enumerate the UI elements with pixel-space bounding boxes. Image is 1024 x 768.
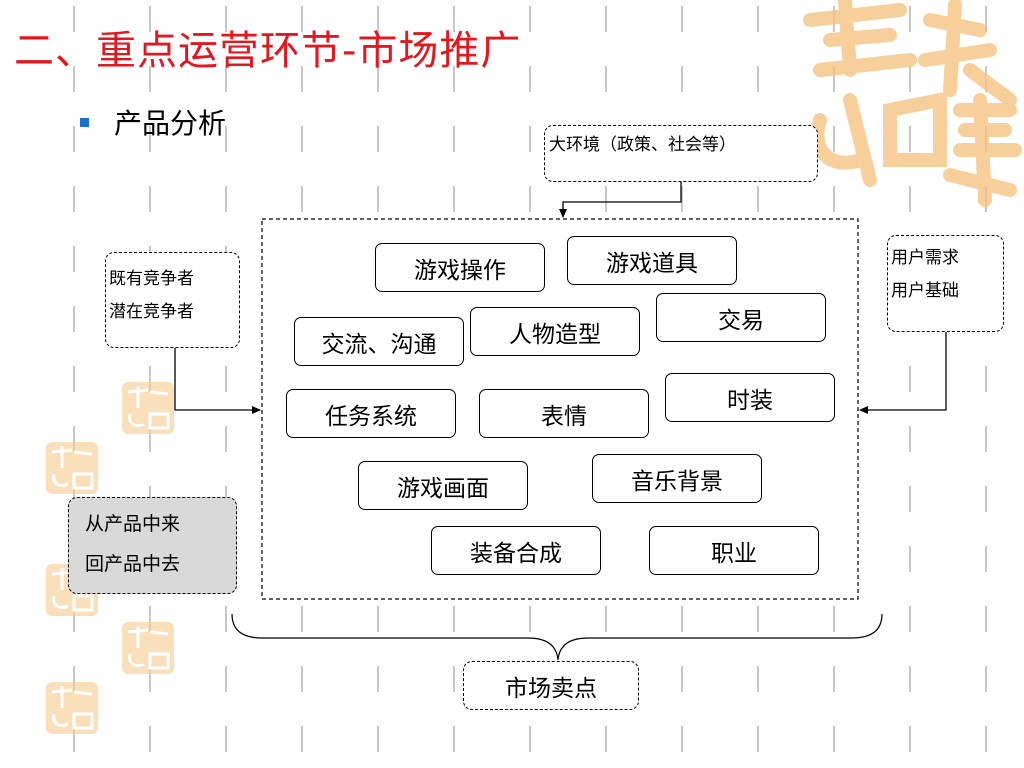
feature-task-system: 任务系统 <box>286 389 456 438</box>
feature-music-background: 音乐背景 <box>592 454 762 503</box>
selling-points-box: 市场卖点 <box>463 661 639 710</box>
feature-communication: 交流、沟通 <box>294 317 464 366</box>
feature-game-graphics: 游戏画面 <box>358 461 528 510</box>
product-loop-back: 回产品中去 <box>85 553 181 575</box>
page-title: 二、重点运营环节-市场推广 <box>14 28 522 74</box>
selling-points-text: 市场卖点 <box>505 675 597 702</box>
competitor-existing: 既有竞争者 <box>109 269 194 289</box>
user-demand: 用户需求 <box>891 248 959 268</box>
feature-game-props: 游戏道具 <box>567 236 737 285</box>
product-loop-box: 从产品中来 回产品中去 <box>68 497 237 594</box>
product-loop-from: 从产品中来 <box>85 513 181 535</box>
feature-character-model: 人物造型 <box>470 307 640 356</box>
user-arrow <box>859 332 947 414</box>
user-base: 用户基础 <box>891 281 959 301</box>
jixiang-seal-watermark-small <box>46 442 98 494</box>
jixiang-seal-watermark-small <box>122 382 174 434</box>
competitors-box: 既有竞争者 潜在竞争者 <box>105 252 240 348</box>
environment-box: 大环境（政策、社会等） <box>544 125 818 182</box>
bullet-text: 产品分析 <box>114 107 227 140</box>
competitor-potential: 潜在竞争者 <box>109 302 194 322</box>
environment-text: 大环境（政策、社会等） <box>549 135 736 155</box>
feature-expression: 表情 <box>479 389 649 438</box>
feature-equipment-synthesis: 装备合成 <box>431 526 601 575</box>
environment-arrow <box>559 182 682 218</box>
feature-profession: 职业 <box>649 526 819 575</box>
bullet-item: 产品分析 <box>80 102 226 142</box>
users-box: 用户需求 用户基础 <box>887 235 1004 332</box>
bullet-square-icon <box>80 117 89 127</box>
competitor-arrow <box>174 348 261 414</box>
jixiang-seal-watermark <box>803 0 1022 207</box>
feature-trade: 交易 <box>656 293 826 342</box>
selling-points-brace <box>231 613 883 661</box>
jixiang-seal-watermark-small <box>122 622 174 674</box>
feature-game-operation: 游戏操作 <box>375 243 545 292</box>
jixiang-seal-watermark-small <box>46 682 98 734</box>
feature-fashion: 时装 <box>665 373 835 422</box>
